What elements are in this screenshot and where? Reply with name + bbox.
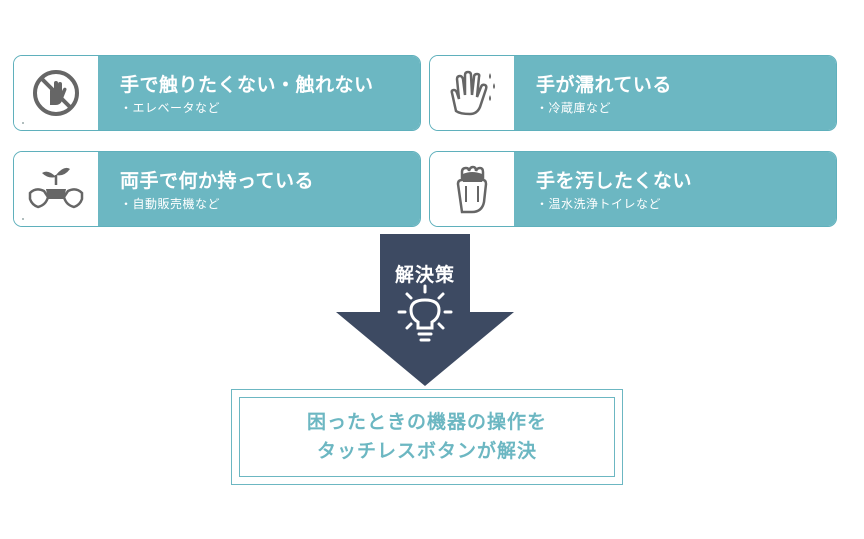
- card-text: 両手で何か持っている ・自動販売機など: [98, 152, 420, 226]
- card-text: 手を汚したくない ・温水洗浄トイレなど: [514, 152, 836, 226]
- card-title: 手で触りたくない・触れない: [120, 74, 374, 96]
- down-arrow-icon: [336, 234, 514, 386]
- corner-dot: [22, 122, 24, 124]
- card-text: 手が濡れている ・冷蔵庫など: [514, 56, 836, 130]
- dirty-hand-icon: [456, 165, 488, 214]
- card-example: ・温水洗浄トイレなど: [536, 197, 662, 211]
- icon-box: [14, 56, 98, 130]
- card-title: 手が濡れている: [536, 74, 672, 96]
- arrow-label: 解決策: [394, 264, 455, 286]
- lightbulb-icon: [397, 284, 453, 342]
- card-example: ・エレベータなど: [120, 101, 221, 115]
- solution-line-1: 困ったときの機器の操作を: [306, 411, 547, 433]
- icon-box: [430, 56, 514, 130]
- card-example: ・自動販売機など: [120, 197, 221, 211]
- no-touch-icon: [33, 70, 79, 116]
- solution-box: 困ったときの機器の操作を タッチレスボタンが解決: [231, 389, 623, 485]
- case-card-dirty-hand: 手を汚したくない ・温水洗浄トイレなど: [429, 151, 837, 227]
- case-card-wet-hand: 手が濡れている ・冷蔵庫など: [429, 55, 837, 131]
- case-card-hands-full: 両手で何か持っている ・自動販売機など: [13, 151, 421, 227]
- icon-box: [430, 152, 514, 226]
- corner-dot: [22, 218, 24, 220]
- card-text: 手で触りたくない・触れない ・エレベータなど: [98, 56, 420, 130]
- card-example: ・冷蔵庫など: [536, 101, 612, 115]
- solution-inner-frame: 困ったときの機器の操作を タッチレスボタンが解決: [239, 397, 615, 477]
- hands-holding-icon: [28, 167, 84, 209]
- wet-hand-icon: [450, 70, 495, 116]
- card-title: 手を汚したくない: [536, 170, 693, 192]
- solution-line-2: タッチレスボタンが解決: [316, 440, 537, 462]
- solution-arrow: 解決策: [336, 234, 514, 386]
- card-title: 両手で何か持っている: [120, 170, 315, 192]
- icon-box: [14, 152, 98, 226]
- case-card-no-touch: 手で触りたくない・触れない ・エレベータなど: [13, 55, 421, 131]
